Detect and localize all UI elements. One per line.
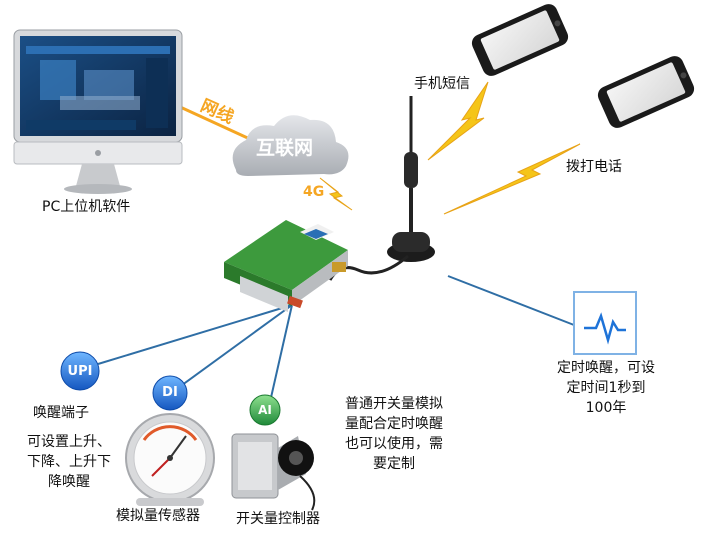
internet-label: 互联网	[256, 137, 314, 159]
sms-label: 手机短信	[414, 76, 470, 92]
analog-sensor-gauge-icon	[125, 413, 215, 506]
upi-badge	[60, 351, 100, 391]
antenna-icon	[328, 96, 435, 281]
call-label: 拨打电话	[566, 159, 622, 175]
note-line-4: 要定制	[373, 456, 415, 472]
pc-monitor-icon	[13, 29, 183, 194]
timer-line-3: 100年	[585, 400, 627, 416]
wake-desc-line-3: 降唤醒	[48, 474, 90, 490]
note-line-1: 普通开关量模拟	[345, 396, 443, 412]
fourg-label: 4G	[303, 184, 325, 200]
line-to-timer	[447, 275, 575, 326]
analog-sensor-label: 模拟量传感器	[116, 508, 200, 524]
timer-description: 定时唤醒，可设 定时间1秒到 100年	[544, 358, 668, 418]
timer-line-2: 定时间1秒到	[566, 380, 646, 396]
switch-controller-icon	[231, 433, 316, 511]
di-badge	[152, 375, 188, 411]
lightning-bolts	[319, 81, 581, 215]
line-to-upi	[97, 304, 293, 365]
lightning-bolt-call	[443, 143, 581, 215]
upi-badge-text: UPI	[67, 364, 93, 379]
wake-terminal-label: 唤醒端子	[33, 405, 89, 421]
ai-badge-text: AI	[258, 403, 272, 417]
internet-cloud-icon	[232, 115, 349, 176]
note-line-2: 量配合定时唤醒	[345, 416, 443, 432]
line-to-ai	[269, 304, 293, 403]
line-to-di	[177, 304, 293, 389]
network-cable-line	[177, 104, 253, 142]
note-line-3: 也可以使用，需	[345, 436, 443, 452]
ai-badge	[249, 394, 281, 426]
wake-terminal-description: 可设置上升、 下降、上升下 降唤醒	[4, 432, 134, 492]
lightning-bolt-sms	[427, 81, 489, 161]
di-badge-text: DI	[162, 385, 178, 400]
lightning-bolt-4g	[319, 177, 353, 211]
phone-sms-icon	[471, 4, 569, 76]
timer-wakeup-icon	[573, 291, 637, 355]
phone-call-icon	[597, 56, 695, 128]
timer-line-1: 定时唤醒，可设	[557, 360, 655, 376]
pc-software-label: PC上位机软件	[42, 199, 131, 215]
switch-controller-label: 开关量控制器	[236, 511, 320, 527]
connection-lines	[97, 275, 575, 403]
custom-note: 普通开关量模拟 量配合定时唤醒 也可以使用，需 要定制	[332, 394, 456, 474]
wake-desc-line-2: 下降、上升下	[27, 454, 111, 470]
wake-desc-line-1: 可设置上升、	[27, 434, 111, 450]
controller-device-icon	[224, 220, 348, 312]
